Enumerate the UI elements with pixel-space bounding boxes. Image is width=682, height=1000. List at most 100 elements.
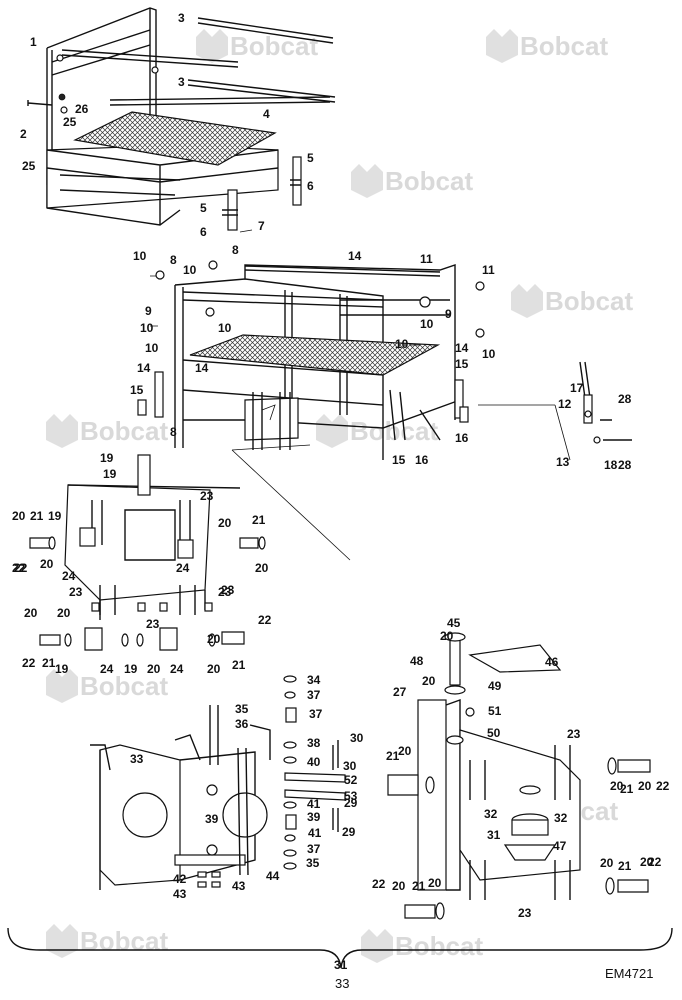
watermark-text: Bobcat [520,31,608,61]
callout-20: 20 [640,855,654,869]
callout-20: 20 [600,856,614,870]
callout-40: 40 [307,755,321,769]
callout-37: 37 [307,842,321,856]
callout-28: 28 [618,392,632,406]
callout-54: 54 [0,0,14,3]
callout-20: 20 [422,674,436,688]
callout-20: 20 [24,606,38,620]
callout-29: 29 [342,825,356,839]
callout-16: 16 [415,453,429,467]
bobcat-logo-icon [46,669,78,703]
callout-22: 22 [12,561,26,575]
callout-27: 27 [393,685,407,699]
callout-14: 14 [137,361,151,375]
callout-10: 10 [145,341,159,355]
callout-22: 22 [648,855,662,869]
callout-28: 28 [618,458,632,472]
callout-53: 53 [344,789,358,803]
callout-22: 22 [656,779,670,793]
callout-26: 26 [75,102,89,116]
callout-30: 30 [343,759,357,773]
bobcat-logo-icon [46,924,78,958]
callout-5: 5 [307,151,314,165]
callout-20: 20 [610,779,624,793]
callout-14: 14 [195,361,209,375]
callout-13: 13 [556,455,570,469]
watermark-text: Bobcat [80,926,168,956]
callout-19: 19 [55,662,69,676]
callout-23: 23 [518,906,532,920]
small-platform-assembly [27,7,336,233]
callout-25: 25 [63,115,77,129]
callout-20: 20 [398,744,412,758]
callout-10: 10 [183,263,197,277]
callout-44: 44 [266,869,280,883]
callout-10: 10 [420,317,434,331]
callout-47: 47 [553,839,567,853]
callout-41: 41 [307,797,321,811]
callout-23: 23 [221,583,235,597]
callout-21: 21 [232,658,246,672]
bobcat-logo-icon [46,414,78,448]
callout-19: 19 [124,662,138,676]
callout-35: 35 [235,702,249,716]
watermark-text: Bobcat [545,286,633,316]
mounting-plate-assembly [29,454,266,651]
callout-12: 12 [558,397,572,411]
callout-20: 20 [638,779,652,793]
callout-33: 33 [130,752,144,766]
callout-53: 53 [0,0,14,3]
bobcat-logo-icon [351,164,383,198]
callout-32: 32 [484,807,498,821]
callout-49: 49 [488,679,502,693]
callout-20: 20 [255,561,269,575]
callout-8: 8 [232,243,239,257]
bottom-right-rotator-assembly [387,632,651,920]
callout-9: 9 [145,304,152,318]
watermark-text: Bobcat [385,166,473,196]
callout-3: 3 [178,11,185,25]
callout-10: 10 [218,321,232,335]
callout-24: 24 [62,569,76,583]
callout-24: 24 [176,561,190,575]
callout-20: 20 [392,879,406,893]
callout-17: 17 [570,381,584,395]
callout-8: 8 [170,425,177,439]
callout-37: 37 [307,688,321,702]
callout-16: 16 [455,431,469,445]
callout-10: 10 [133,249,147,263]
callout-22: 22 [22,656,36,670]
callout-10: 10 [140,321,154,335]
callout-11: 11 [420,252,433,266]
callout-19: 19 [48,509,62,523]
callout-9: 9 [445,307,452,321]
callout-24: 24 [170,662,184,676]
callout-22: 22 [372,877,386,891]
callout-38: 38 [307,736,321,750]
callout-48: 48 [410,654,424,668]
callout-35: 35 [306,856,320,870]
large-platform-assembly [137,260,632,561]
callout-14: 14 [455,341,469,355]
callout-21: 21 [618,859,632,873]
callout-6: 6 [200,225,207,239]
callout-15: 15 [130,383,144,397]
callout-42: 42 [173,872,187,886]
bobcat-logo-icon [316,414,348,448]
callout-3: 3 [178,75,185,89]
callout-45: 45 [447,616,461,630]
watermark-text: Bobcat [230,31,318,61]
callout-20: 20 [147,662,161,676]
callout-31: 31 [487,828,501,842]
callout-43: 43 [232,879,246,893]
callout-15: 15 [455,357,469,371]
callout-19: 19 [100,451,114,465]
callout-15: 15 [392,453,406,467]
bobcat-logo-icon [196,29,228,63]
callout-31: 31 [334,958,348,972]
watermark-text: Bobcat [80,671,168,701]
callout-10: 10 [482,347,496,361]
callout-23: 23 [69,585,83,599]
